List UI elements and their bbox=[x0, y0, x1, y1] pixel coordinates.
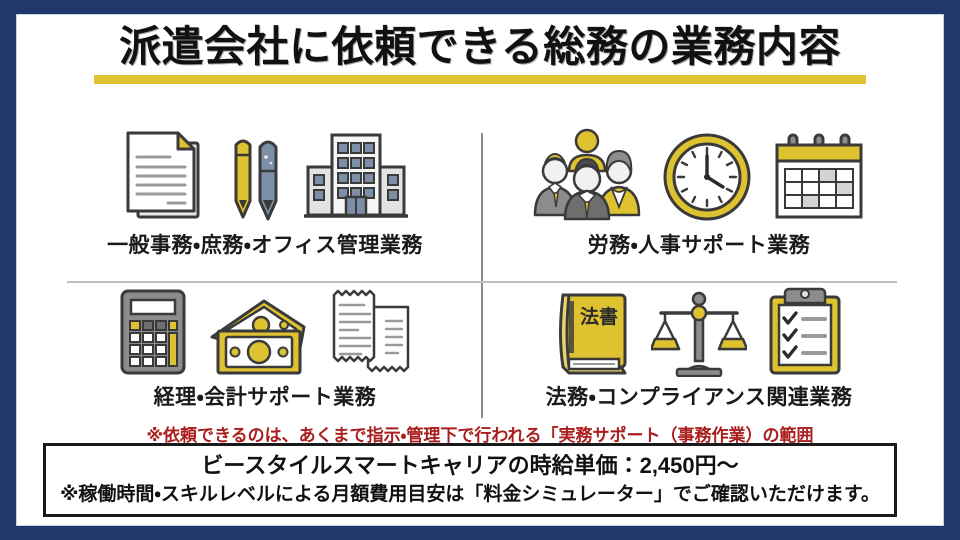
pen-and-pencil-icon bbox=[228, 127, 286, 223]
grid-horizontal-divider bbox=[67, 281, 897, 283]
title-underline-bar bbox=[94, 75, 866, 85]
scales-of-justice-icon bbox=[651, 287, 747, 377]
law-book-icon: 法書 bbox=[553, 287, 633, 377]
office-building-icon bbox=[304, 127, 408, 223]
quadrant-label-labor-hr: 労務・人事サポート業務 bbox=[587, 234, 811, 257]
banknotes-icon bbox=[206, 287, 310, 377]
quadrant-label-legal-compliance: 法務・コンプライアンス関連業務 bbox=[545, 386, 853, 409]
icon-row-labor-hr bbox=[531, 123, 867, 223]
quadrant-accounting: 経理・会計サポート業務 bbox=[51, 285, 479, 435]
price-headline: ビースタイルスマートキャリアの時給単価：2,450円〜 bbox=[201, 453, 739, 479]
page-title: 派遣会社に依頼できる総務の業務内容 bbox=[119, 23, 841, 70]
quadrant-legal-compliance: 法書 bbox=[485, 285, 913, 435]
calendar-icon bbox=[771, 131, 867, 223]
grid-vertical-divider bbox=[481, 133, 483, 418]
people-group-icon bbox=[531, 127, 643, 223]
red-disclaimer-note: ※依頼できるのは、あくまで指示・管理下で行われる「実務サポート（事務作業）の範囲 bbox=[146, 426, 814, 445]
icon-row-general-affairs bbox=[122, 123, 408, 223]
icon-row-legal-compliance: 法書 bbox=[553, 285, 845, 377]
icon-row-accounting bbox=[118, 285, 412, 377]
receipts-icon bbox=[328, 285, 412, 377]
quadrant-label-general-affairs: 一般事務・庶務・オフィス管理業務 bbox=[107, 234, 423, 257]
clipboard-checklist-icon bbox=[765, 285, 845, 377]
price-subnote: ※稼働時間・スキルレベルによる月額費用目安は「料金シミュレーター」でご確認いただ… bbox=[59, 483, 881, 505]
category-grid: 一般事務・庶務・オフィス管理業務 bbox=[51, 123, 913, 418]
quadrant-labor-hr: 労務・人事サポート業務 bbox=[485, 123, 913, 273]
price-callout-box: ビースタイルスマートキャリアの時給単価：2,450円〜 ※稼働時間・スキルレベル… bbox=[43, 443, 897, 517]
calculator-icon bbox=[118, 287, 188, 377]
title-block: 派遣会社に依頼できる総務の業務内容 bbox=[17, 23, 943, 85]
law-book-cover-text: 法書 bbox=[580, 305, 618, 328]
clock-icon bbox=[661, 131, 753, 223]
document-icon bbox=[122, 127, 210, 223]
quadrant-label-accounting: 経理・会計サポート業務 bbox=[153, 386, 377, 409]
slide-inner-frame: 派遣会社に依頼できる総務の業務内容 bbox=[16, 14, 944, 526]
quadrant-general-affairs: 一般事務・庶務・オフィス管理業務 bbox=[51, 123, 479, 273]
